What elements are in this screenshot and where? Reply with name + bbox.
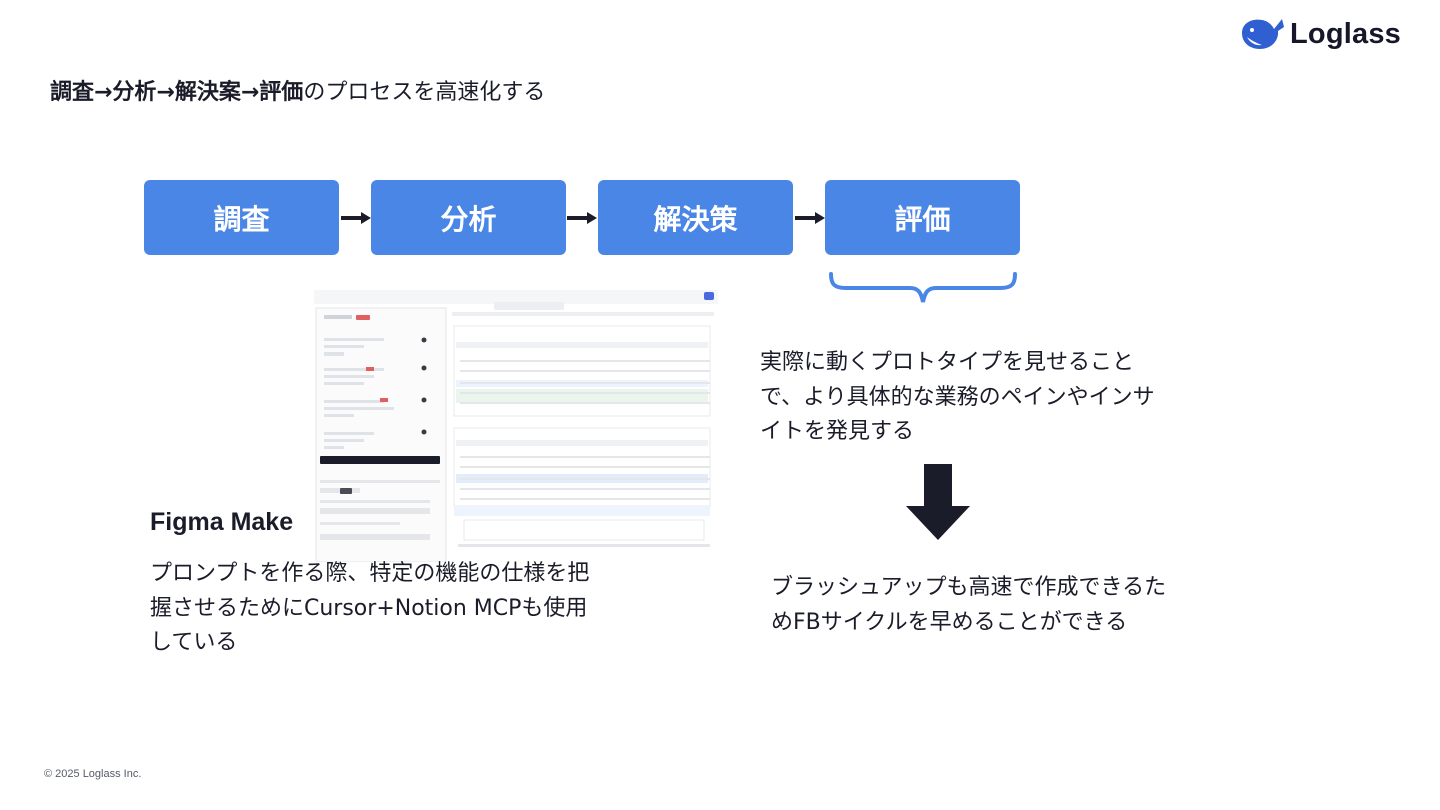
feedback-cycle-text: ブラッシュアップも高速で作成できるためFBサイクルを早めることができる xyxy=(771,575,1167,635)
brand-name: Loglass xyxy=(1290,17,1401,50)
step-research: 調査 xyxy=(144,180,339,255)
step-evaluation: 評価 xyxy=(825,180,1020,255)
arrow-down-icon xyxy=(906,464,970,540)
copyright: © 2025 Loglass Inc. xyxy=(44,768,142,780)
whale-icon xyxy=(1242,19,1284,49)
prototype-screenshot xyxy=(314,290,718,562)
arrow-right-icon xyxy=(567,212,597,224)
curly-brace-icon xyxy=(829,272,1017,303)
arrow-right-icon xyxy=(795,212,825,224)
arrow-right-icon xyxy=(341,212,371,224)
evaluation-benefit: 実際に動くプロトタイプを見せることで、より具体的な業務のペインやインサイトを発見… xyxy=(760,350,1155,444)
tool-description: プロンプトを作る際、特定の機能の仕様を把握させるためにCursor+Notion… xyxy=(150,561,590,655)
page-title-rest: のプロセスを高速化する xyxy=(303,80,546,105)
step-analysis: 分析 xyxy=(371,180,566,255)
page-title-bold: 調査→分析→解決案→評価 xyxy=(50,80,304,105)
tool-name: Figma Make xyxy=(150,508,294,536)
brand-logo: Loglass xyxy=(1238,14,1401,54)
step-solution: 解決策 xyxy=(598,180,793,255)
prototype-mockup xyxy=(314,290,718,562)
page-title: 調査→分析→解決案→評価のプロセスを高速化する xyxy=(50,74,545,106)
